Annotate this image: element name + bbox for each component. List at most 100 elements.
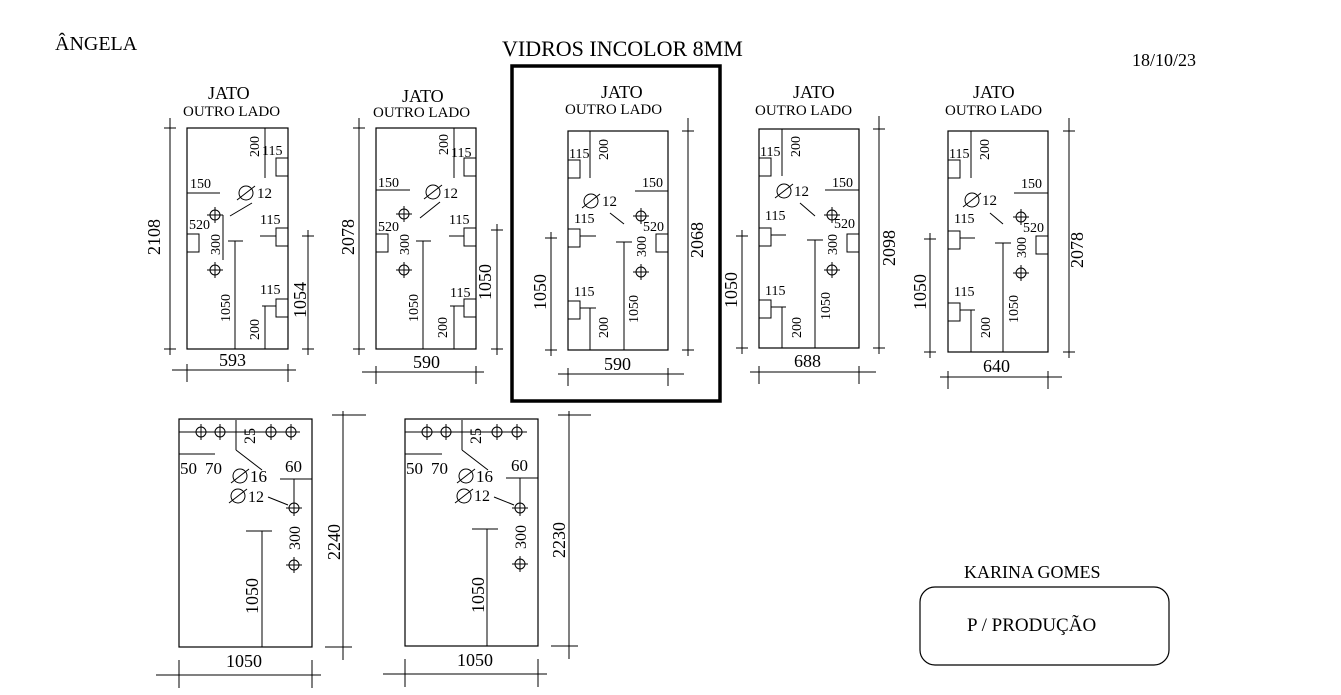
panel-height: 2078	[1067, 232, 1087, 268]
panel-top-label: JATO	[601, 82, 643, 102]
dim-150: 150	[642, 176, 663, 191]
glass-door-2: 25 50 70 16 60 12 300 1050 2230 1050	[383, 411, 591, 687]
dim-115: 115	[949, 147, 969, 162]
dim-115: 115	[765, 284, 785, 299]
dim-1050: 1050	[819, 292, 834, 320]
hole-diameter-a: 16	[476, 467, 493, 486]
panel-width: 590	[413, 352, 440, 372]
dim-300: 300	[287, 526, 304, 550]
client-name: ÂNGELA	[55, 32, 138, 55]
dim-115: 115	[574, 285, 594, 300]
panel-width: 688	[794, 351, 821, 371]
panel-sub-label: OUTRO LADO	[183, 104, 280, 120]
hole-diameter-b: 12	[474, 488, 490, 505]
dim-115: 115	[451, 146, 471, 161]
panel-height: 2230	[549, 522, 569, 558]
panel-side-dim: 1050	[910, 274, 930, 310]
dim-1050: 1050	[627, 295, 642, 323]
dim-200: 200	[597, 139, 612, 160]
dim-300: 300	[398, 234, 413, 255]
glass-outline	[404, 418, 539, 647]
panel-sub-label: OUTRO LADO	[565, 102, 662, 118]
dim-150: 150	[190, 177, 211, 192]
glass-outline	[375, 127, 477, 350]
dim-60: 60	[511, 456, 528, 475]
panel-width: 1050	[457, 650, 493, 670]
glass-panel-1: JATO OUTRO LADO 2108 593 1054 200 115 15…	[144, 83, 314, 382]
customer-name: KARINA GOMES	[964, 562, 1101, 582]
dim-115: 115	[450, 286, 470, 301]
dim-1050: 1050	[219, 294, 234, 322]
dim-200: 200	[597, 317, 612, 338]
panel-width: 640	[983, 356, 1010, 376]
glass-panel-3: JATO OUTRO LADO 2068 590 1050 115 200 15…	[530, 82, 707, 386]
panel-sub-label: OUTRO LADO	[945, 103, 1042, 119]
panel-width: 593	[219, 350, 246, 370]
dim-200: 200	[248, 319, 263, 340]
hole-diameter: 12	[257, 186, 272, 202]
drawing-date: 18/10/23	[1132, 50, 1196, 70]
hole-diameter: 12	[794, 184, 809, 200]
dim-300: 300	[513, 525, 530, 549]
dim-50: 50	[180, 459, 197, 478]
panel-height: 2098	[879, 230, 899, 266]
dim-70: 70	[205, 459, 222, 478]
glass-panel-4: JATO OUTRO LADO 2098 688 1050 115 200 15…	[721, 82, 899, 384]
panel-side-dim: 1054	[290, 282, 310, 318]
panel-top-label: JATO	[973, 82, 1015, 102]
panel-top-label: JATO	[402, 86, 444, 106]
panel-side-dim: 1050	[475, 264, 495, 300]
dim-300: 300	[826, 234, 841, 255]
dim-150: 150	[1021, 177, 1042, 192]
panel-height: 2068	[687, 222, 707, 258]
panel-sub-label: OUTRO LADO	[755, 103, 852, 119]
panel-height: 2108	[144, 219, 164, 255]
dim-60: 60	[285, 457, 302, 476]
dim-115: 115	[260, 283, 280, 298]
dim-1050: 1050	[1007, 295, 1022, 323]
dim-200: 200	[437, 134, 452, 155]
drawing-title: VIDROS INCOLOR 8MM	[502, 36, 743, 61]
dim-200: 200	[790, 317, 805, 338]
glass-outline	[178, 418, 313, 648]
selection-frame	[510, 64, 722, 403]
dim-520: 520	[1023, 221, 1044, 236]
dim-50: 50	[406, 459, 423, 478]
panel-top-label: JATO	[793, 82, 835, 102]
dim-115: 115	[954, 285, 974, 300]
dim-200: 200	[436, 317, 451, 338]
glass-outline	[758, 128, 860, 349]
glass-outline	[567, 130, 669, 351]
panel-sub-label: OUTRO LADO	[373, 105, 470, 121]
panel-width: 590	[604, 354, 631, 374]
panel-side-dim: 1050	[721, 272, 741, 308]
dim-150: 150	[832, 176, 853, 191]
glass-panel-2: JATO OUTRO LADO 2078 590 1050 200 115 15…	[338, 86, 503, 384]
production-note: P / PRODUÇÃO	[967, 614, 1096, 636]
dim-520: 520	[189, 218, 210, 233]
panel-height: 2240	[324, 524, 344, 560]
panel-top-label: JATO	[208, 83, 250, 103]
hole-diameter-a: 16	[250, 467, 267, 486]
panel-height: 2078	[338, 219, 358, 255]
dim-520: 520	[643, 220, 664, 235]
hole-diameter: 12	[443, 186, 458, 202]
dim-115: 115	[449, 213, 469, 228]
dim-300: 300	[1015, 237, 1030, 258]
dim-200: 200	[248, 136, 263, 157]
dim-115: 115	[954, 212, 974, 227]
glass-outline	[186, 127, 289, 350]
panel-width: 1050	[226, 651, 262, 671]
dim-200: 200	[978, 139, 993, 160]
dim-300: 300	[209, 234, 224, 255]
dim-25: 25	[468, 428, 485, 444]
panel-side-dim: 1050	[530, 274, 550, 310]
hole-diameter: 12	[602, 194, 617, 210]
dim-115: 115	[262, 144, 282, 159]
dim-520: 520	[834, 217, 855, 232]
dim-115: 115	[760, 145, 780, 160]
production-note-box	[919, 586, 1170, 666]
dim-300: 300	[635, 236, 650, 257]
dim-150: 150	[378, 176, 399, 191]
